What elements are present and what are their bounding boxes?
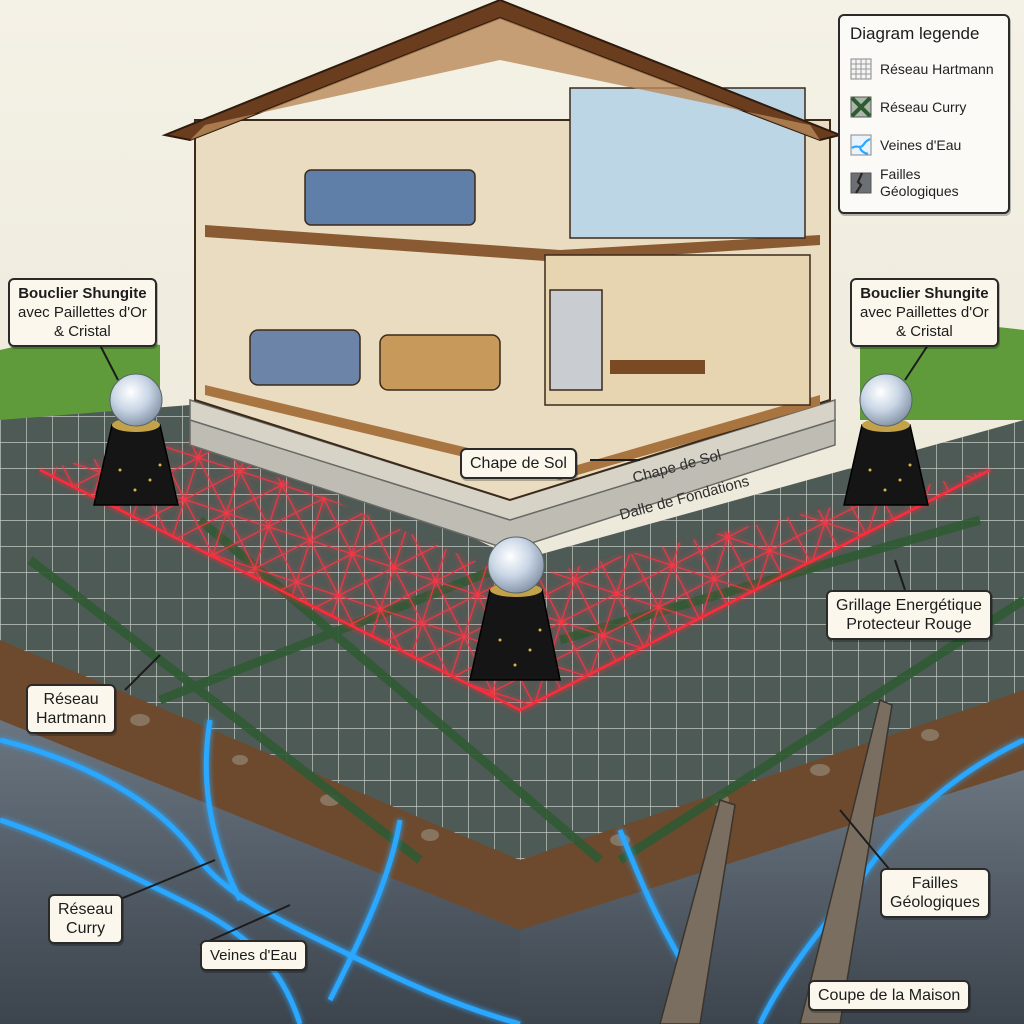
bed [304, 169, 476, 226]
red-energy-grid [40, 440, 990, 710]
curry-line1: Réseau [58, 901, 114, 918]
legend: Diagram legende Réseau Hartmann Réseau C… [838, 14, 1010, 214]
hartmann-grid-swatch-icon [850, 58, 872, 80]
hartmann-label: Réseau Hartmann [26, 684, 117, 734]
fault-swatch-icon [850, 172, 872, 194]
grillage-line2: Protecteur Rouge [846, 616, 972, 633]
legend-title: Diagram legende [850, 24, 980, 43]
legend-veines-label: Veines d'Eau [880, 136, 962, 153]
leader-lines [99, 344, 929, 946]
legend-curry-label: Réseau Curry [880, 98, 967, 115]
coupe-text: Coupe de la Maison [818, 987, 961, 1004]
failles-label: Failles Géologiques [880, 868, 990, 918]
shield-left-title: Bouclier Shungite [18, 285, 147, 302]
upper-floor-plate [205, 225, 820, 262]
curry-line2: Curry [66, 920, 106, 937]
failles-line1: Failles [911, 875, 959, 892]
armchair-sofa [379, 334, 501, 391]
shield-left-line3: & Cristal [54, 323, 111, 340]
hartmann-line1: Réseau [43, 691, 99, 708]
grillage-label: Grillage Energétique Protecteur Rouge [826, 590, 992, 640]
dining-table [610, 360, 705, 374]
legend-item-failles: Failles Géologiques [850, 164, 998, 202]
shield-right-title: Bouclier Shungite [860, 285, 989, 302]
water-veins [0, 719, 1024, 1024]
shungite-pillar-left [93, 373, 179, 506]
shield-right-label: Bouclier Shungite avec Paillettes d'Or &… [850, 278, 999, 347]
legend-failles-label-line1: Failles [880, 166, 921, 182]
legend-failles-label-line2: Géologiques [880, 183, 959, 199]
legend-item-veines: Veines d'Eau [850, 126, 998, 164]
geological-faults [659, 698, 893, 1024]
veines-text: Veines d'Eau [210, 947, 298, 964]
roof-interior [190, 18, 820, 140]
veines-label: Veines d'Eau [200, 940, 308, 971]
legend-item-curry: Réseau Curry [850, 88, 998, 126]
shungite-pillar-center [469, 536, 561, 681]
sofa [249, 329, 361, 386]
legend-hartmann-label: Réseau Hartmann [880, 60, 994, 77]
shield-left-line2: avec Paillettes d'Or [18, 304, 147, 321]
shield-right-line3: & Cristal [896, 323, 953, 340]
coupe-label: Coupe de la Maison [808, 980, 971, 1011]
shield-left-label: Bouclier Shungite avec Paillettes d'Or &… [8, 278, 157, 347]
red-grid-border [39, 468, 991, 712]
hartmann-line2: Hartmann [36, 710, 107, 727]
curry-grid-swatch-icon [850, 96, 872, 118]
curry-label: Réseau Curry [48, 894, 124, 944]
grillage-line1: Grillage Energétique [836, 597, 982, 614]
fridge [549, 289, 603, 391]
shungite-pillar-right [843, 373, 929, 506]
chape-de-sol-label: Chape de Sol [460, 448, 577, 479]
failles-line2: Géologiques [890, 894, 980, 911]
legend-item-hartmann: Réseau Hartmann [850, 50, 998, 88]
water-vein-swatch-icon [850, 134, 872, 156]
chape-de-sol-text: Chape de Sol [470, 455, 567, 472]
shield-right-line2: avec Paillettes d'Or [860, 304, 989, 321]
